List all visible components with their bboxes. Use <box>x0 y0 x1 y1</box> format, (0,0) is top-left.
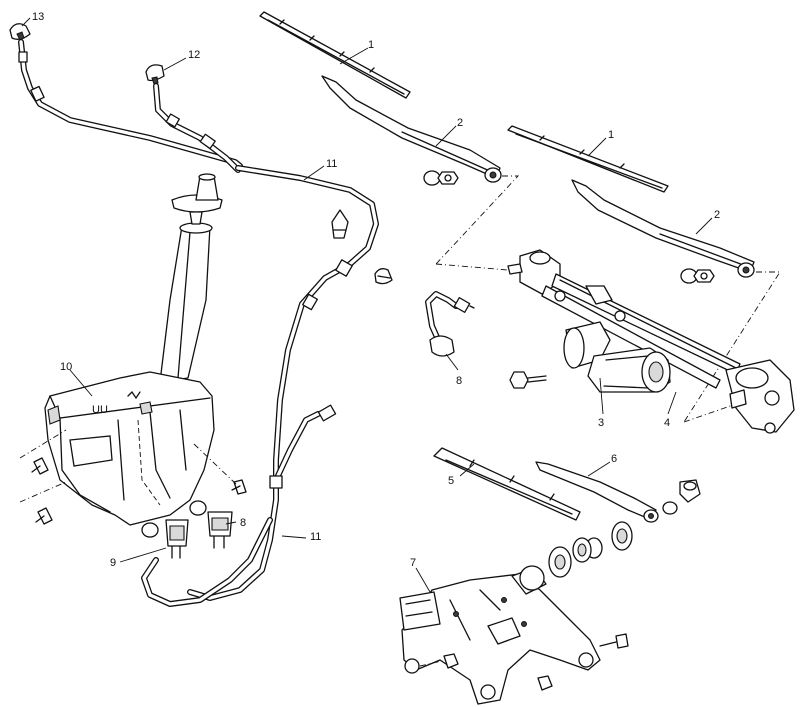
callout-9: 9 <box>110 557 116 569</box>
callout-8-connector: 8 <box>456 375 462 387</box>
callout-6: 6 <box>611 453 617 465</box>
callout-8-pump: 8 <box>240 517 246 529</box>
wiper-arm-2-upper <box>321 75 502 183</box>
connector-8 <box>425 291 475 357</box>
washer-reservoir-10: UU <box>44 173 223 526</box>
washer-pump-9 <box>141 519 189 559</box>
rear-motor-bolts <box>419 633 629 691</box>
callout-numbers: 1 1 2 2 3 4 5 6 7 8 8 9 10 11 11 12 13 <box>32 11 720 569</box>
washer-nozzle-13 <box>9 23 31 41</box>
callout-4: 4 <box>664 417 670 429</box>
callout-2-right: 2 <box>714 209 720 221</box>
callout-3: 3 <box>598 417 604 429</box>
washer-hose-13 <box>18 39 243 169</box>
callout-5: 5 <box>448 475 454 487</box>
callout-13: 13 <box>32 11 44 23</box>
washer-nozzle-12 <box>145 64 165 85</box>
arm-cap-nut-right <box>680 268 715 284</box>
hose-clip-upper <box>331 209 349 239</box>
washer-pump-8-left <box>189 500 233 549</box>
alignment-lines-front <box>435 175 781 423</box>
callout-7: 7 <box>410 557 416 569</box>
callout-12: 12 <box>188 49 200 61</box>
rear-spindle-washers <box>548 521 633 578</box>
callout-1-right: 1 <box>608 129 614 141</box>
callout-11-lower: 11 <box>310 531 321 543</box>
washer-hose-11 <box>141 165 379 607</box>
washer-hose-12 <box>153 83 241 173</box>
arm-cap-nut-upper <box>423 170 459 186</box>
callout-1-upper: 1 <box>368 39 374 51</box>
tank-mount-bolts <box>19 429 247 525</box>
wiper-linkage-4 <box>507 249 795 434</box>
wiper-motor-3 <box>563 321 671 393</box>
callout-10: 10 <box>60 361 72 373</box>
motor-bolt <box>509 371 547 389</box>
rear-spindle-nut-cover <box>662 479 701 515</box>
wiper-blade-1-upper <box>259 11 411 99</box>
rear-wiper-motor-7 <box>399 565 601 705</box>
hose-clip-lower <box>374 268 393 285</box>
rear-wiper-blade-5 <box>433 447 581 521</box>
wiper-arm-2-right <box>571 179 755 278</box>
callout-2-upper: 2 <box>457 117 463 129</box>
leader-lines <box>21 17 713 593</box>
rear-wiper-arm-6 <box>535 461 659 523</box>
wiper-blade-1-right <box>507 125 669 193</box>
tank-marking: UU <box>92 404 108 416</box>
callout-11-upper: 11 <box>326 158 337 170</box>
